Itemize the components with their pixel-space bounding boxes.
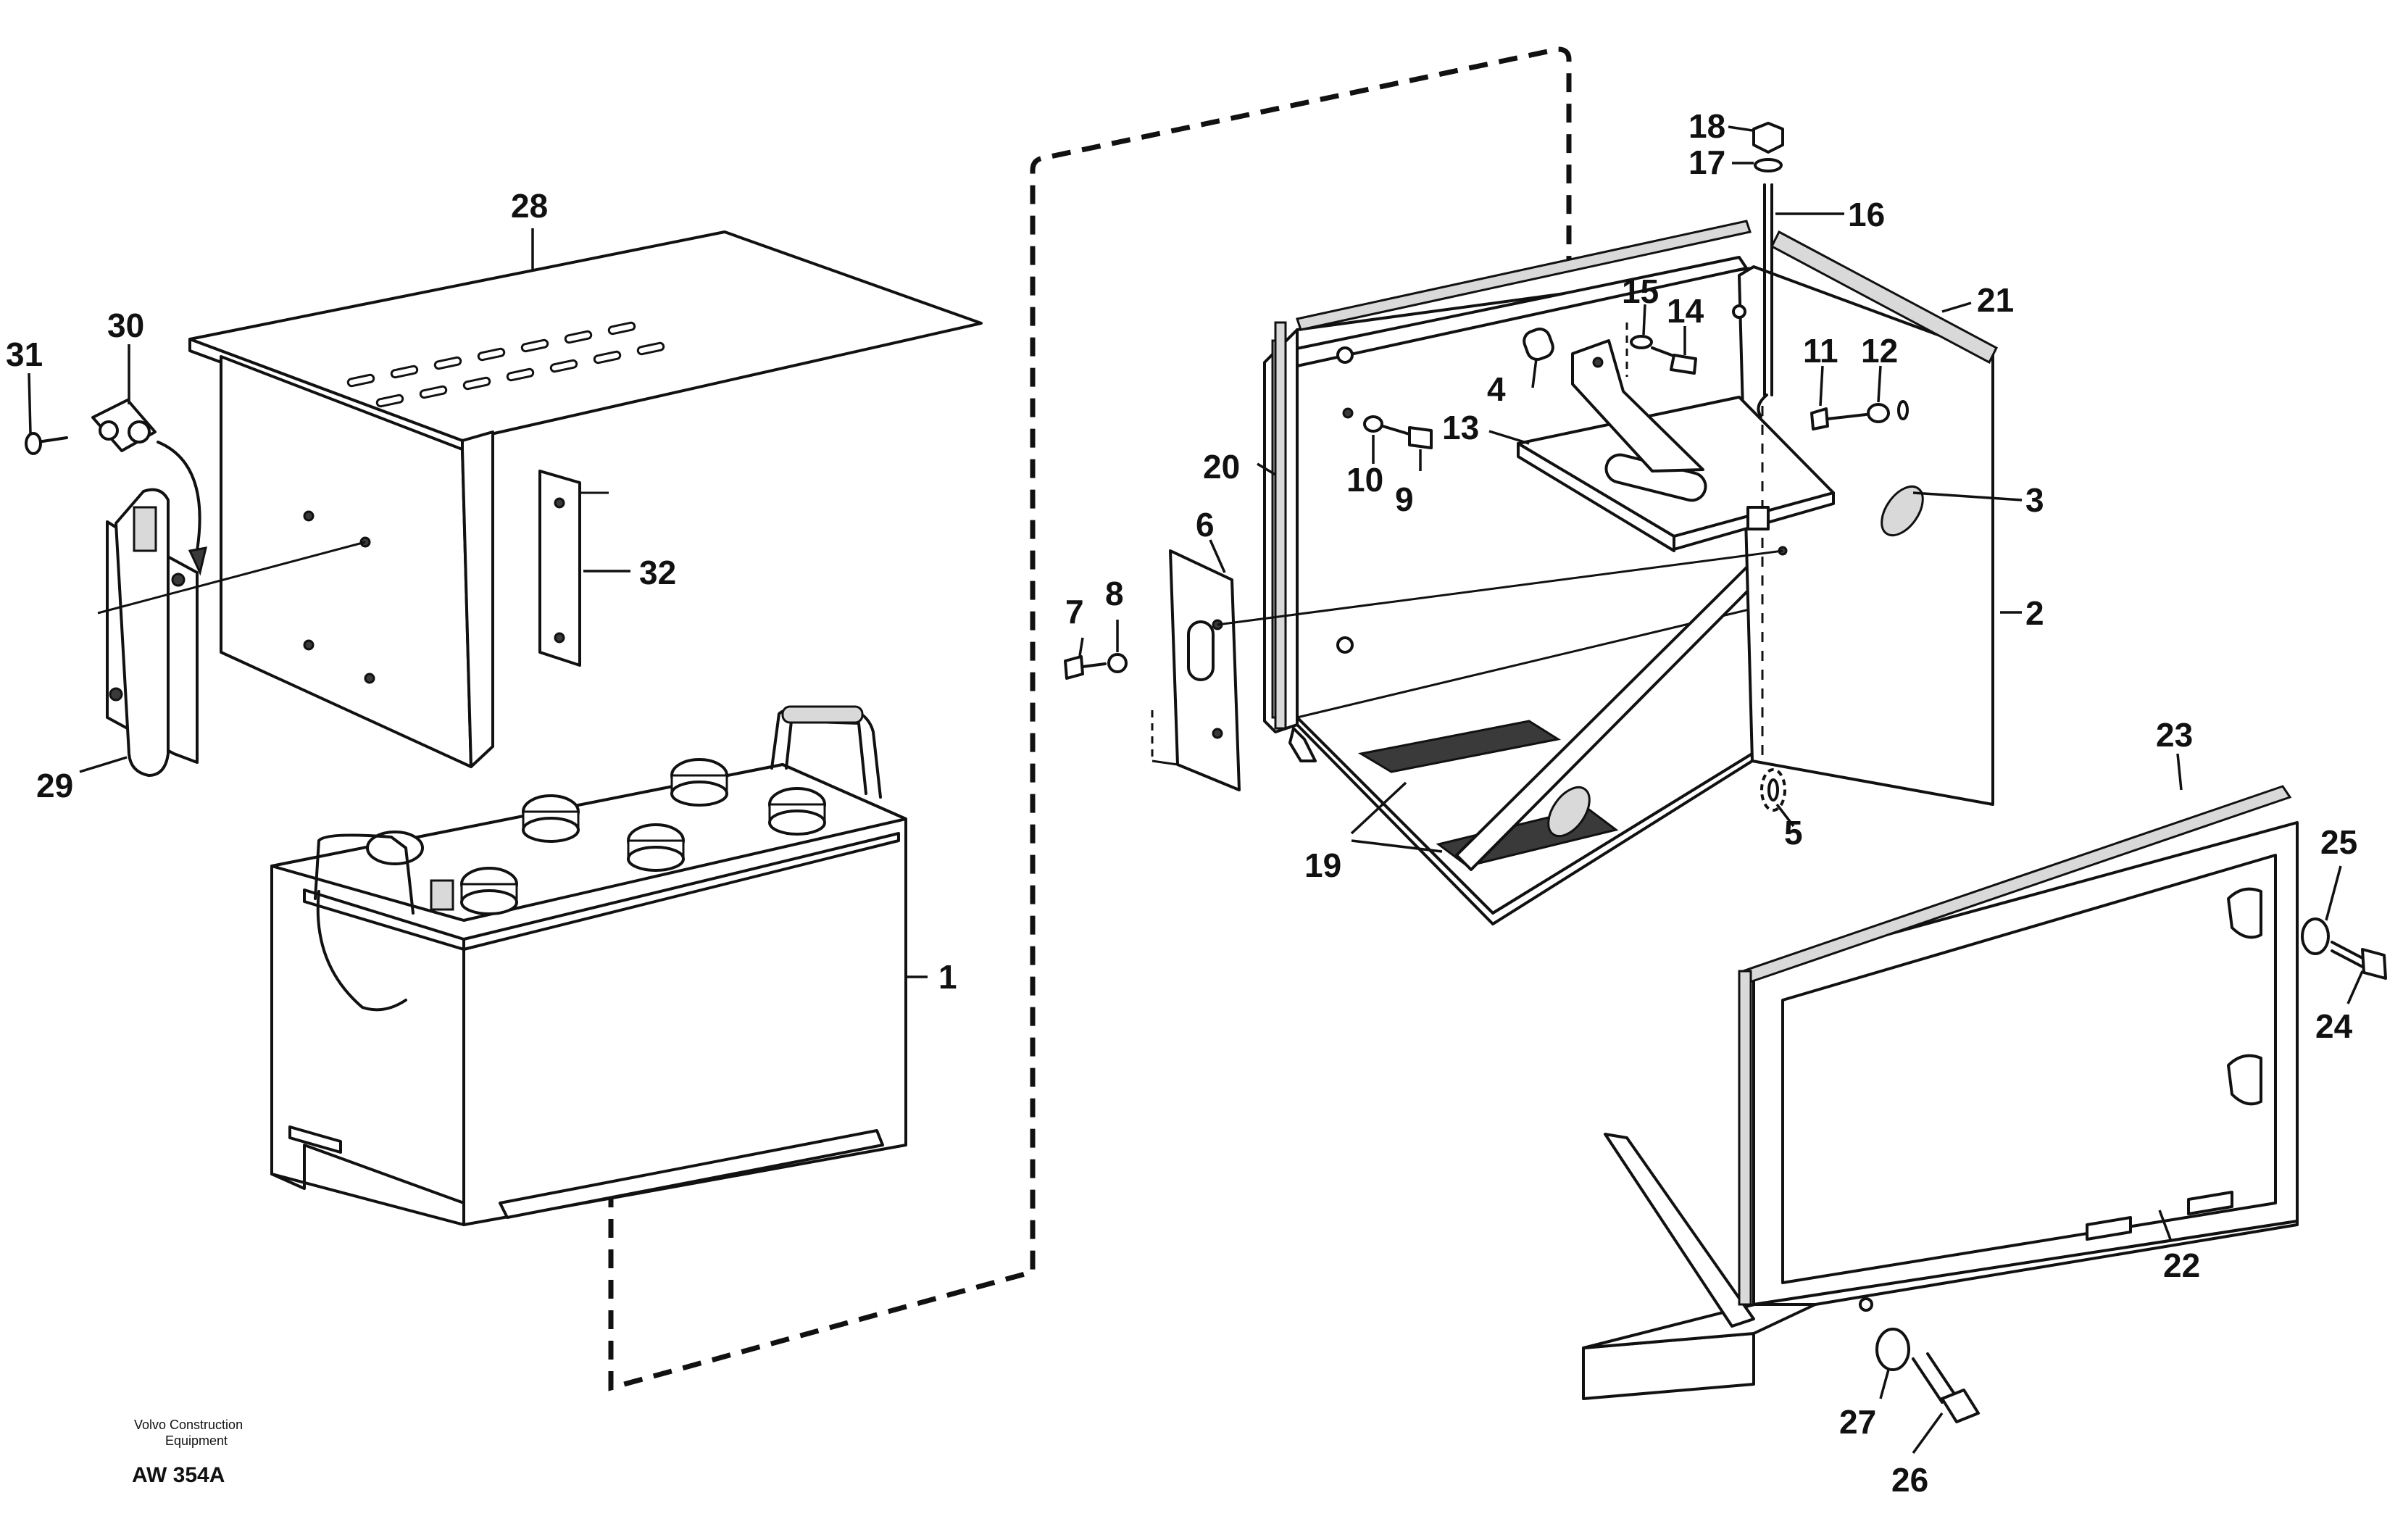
battery-caps xyxy=(366,758,826,915)
washer-27 xyxy=(1875,1328,1910,1371)
washer-15 xyxy=(1630,335,1653,349)
label-19: 19 xyxy=(1304,846,1341,884)
label-16: 16 xyxy=(1848,196,1885,233)
label-25: 25 xyxy=(2320,823,2357,861)
label-11: 11 xyxy=(1803,332,1838,370)
label-22: 22 xyxy=(2163,1246,2200,1284)
label-15: 15 xyxy=(1622,272,1659,310)
spacer-4 xyxy=(1523,327,1554,362)
battery-box-door xyxy=(1582,821,2299,1400)
washer-10 xyxy=(1363,415,1383,433)
bolt-9 xyxy=(1381,425,1433,449)
washer-25 xyxy=(2301,917,2330,955)
label-9: 9 xyxy=(1395,480,1414,518)
label-8: 8 xyxy=(1105,575,1124,612)
bolt-11 xyxy=(1810,407,1867,430)
caption-line-1: Volvo Construction xyxy=(134,1418,243,1432)
bolt-24 xyxy=(2331,941,2387,980)
label-31: 31 xyxy=(6,336,43,373)
label-32: 32 xyxy=(639,554,676,591)
mounting-bracket xyxy=(1517,339,1835,552)
caption-line-2: Equipment xyxy=(165,1433,228,1448)
part-labels: 1 2 3 4 5 6 7 8 9 10 11 12 13 14 15 16 1… xyxy=(6,107,2357,1499)
label-18: 18 xyxy=(1688,107,1725,145)
nut-18 xyxy=(1752,122,1784,154)
latch-assembly xyxy=(25,399,366,777)
seal-strip-20 xyxy=(1274,321,1287,730)
label-10: 10 xyxy=(1346,461,1383,499)
label-23: 23 xyxy=(2156,716,2193,754)
label-3: 3 xyxy=(2025,481,2044,519)
label-30: 30 xyxy=(107,307,144,344)
side-plate xyxy=(1151,549,1783,791)
seal-strip-21 xyxy=(1770,230,1998,365)
label-29: 29 xyxy=(36,767,73,804)
leader-lines xyxy=(28,125,2364,1454)
label-2: 2 xyxy=(2025,594,2044,632)
label-13: 13 xyxy=(1442,409,1479,446)
label-17: 17 xyxy=(1688,143,1725,181)
label-6: 6 xyxy=(1196,506,1215,544)
label-12: 12 xyxy=(1861,332,1898,370)
battery xyxy=(270,705,907,1226)
label-7: 7 xyxy=(1065,593,1084,630)
screw-31 xyxy=(25,432,68,455)
label-1: 1 xyxy=(938,958,957,996)
clevis xyxy=(91,399,157,452)
battery-cover xyxy=(188,230,983,768)
bolt-14 xyxy=(1651,346,1697,375)
washer-12 xyxy=(1867,403,1890,423)
label-14: 14 xyxy=(1667,292,1704,330)
publisher-caption: Volvo Construction Equipment AW 354A xyxy=(132,1418,243,1487)
washer-17 xyxy=(1754,158,1783,172)
label-26: 26 xyxy=(1891,1461,1928,1499)
long-bolt xyxy=(1746,183,1786,812)
bolt-7 xyxy=(1064,655,1107,680)
label-4: 4 xyxy=(1487,370,1506,408)
assembly-group-outline xyxy=(608,46,1572,1391)
label-28: 28 xyxy=(511,187,548,225)
drawing-code: AW 354A xyxy=(132,1463,225,1487)
bolt-26 xyxy=(1912,1352,1980,1423)
strip-plate xyxy=(538,470,609,667)
washer-8 xyxy=(1107,653,1128,673)
label-27: 27 xyxy=(1839,1403,1876,1441)
label-24: 24 xyxy=(2315,1007,2353,1045)
label-21: 21 xyxy=(1977,281,2014,319)
tread-pattern xyxy=(346,321,665,408)
label-5: 5 xyxy=(1784,814,1803,852)
label-20: 20 xyxy=(1203,448,1240,486)
